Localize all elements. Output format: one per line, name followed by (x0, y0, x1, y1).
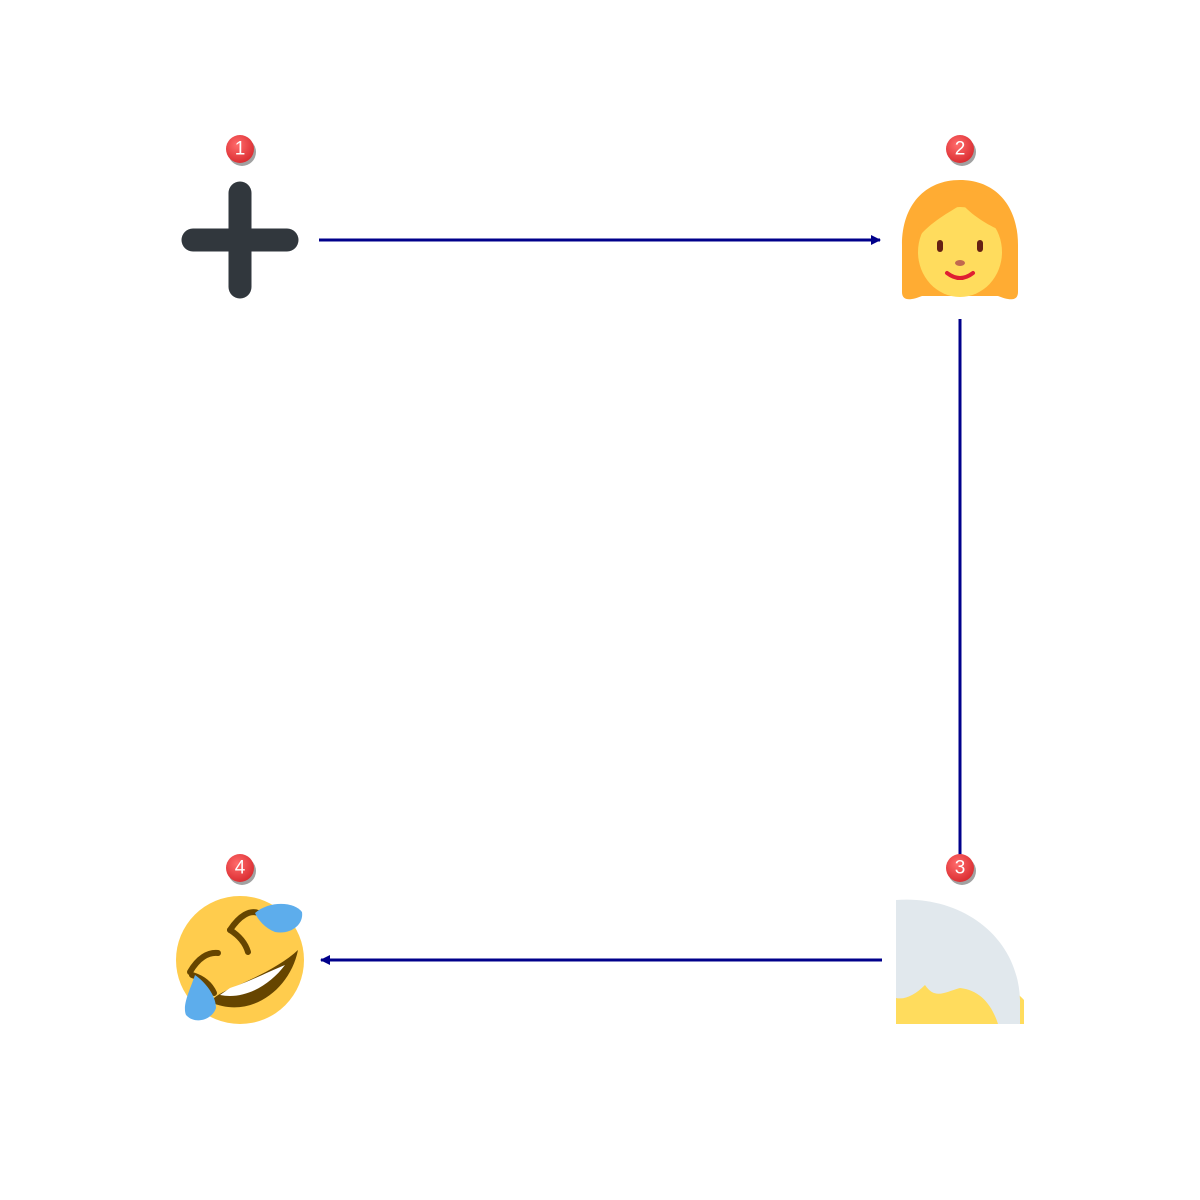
badge-4: 4 (226, 854, 256, 885)
person-white-hair-icon (896, 896, 1024, 1024)
badge-2-label: 2 (955, 139, 966, 160)
badge-2: 2 (946, 135, 976, 166)
woman-icon (902, 180, 1018, 300)
badge-1: 1 (226, 135, 256, 166)
badge-3-label: 3 (955, 858, 966, 879)
node-2[interactable]: 2 (902, 135, 1018, 300)
node-3[interactable]: 3 (896, 854, 1024, 1024)
rolling-on-floor-laughing-icon (176, 896, 304, 1024)
node-1[interactable]: 1 (181, 135, 299, 299)
badge-1-label: 1 (235, 139, 246, 160)
plus-icon (181, 181, 299, 299)
badge-3: 3 (946, 854, 976, 885)
node-4[interactable]: 4 (176, 854, 304, 1024)
badge-4-label: 4 (235, 858, 246, 879)
